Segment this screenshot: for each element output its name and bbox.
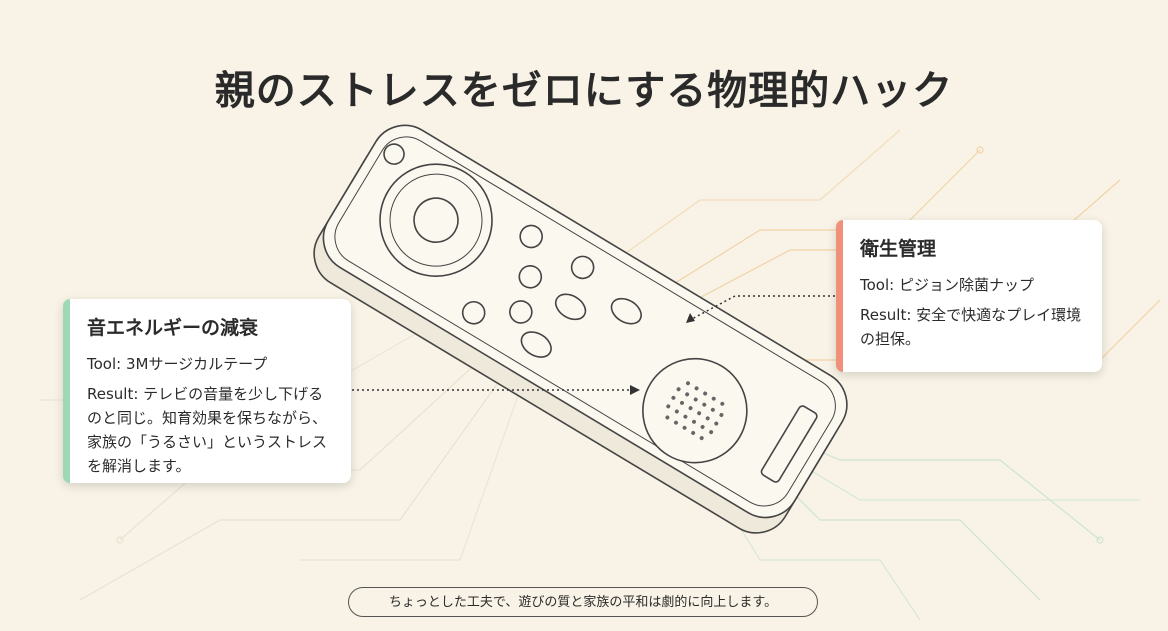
accent-bar xyxy=(836,220,843,372)
pointer-arrows xyxy=(352,295,835,391)
arrow-head-left xyxy=(630,385,640,395)
remote-control xyxy=(313,124,848,534)
accent-bar xyxy=(63,299,70,483)
page-title: 親のストレスをゼロにする物理的ハック xyxy=(214,68,954,114)
card-tool: Tool: ピジョン除菌ナップ xyxy=(860,276,1034,294)
card-heading: 衛生管理 xyxy=(860,238,937,260)
card-result: Result: テレビの音量を少し下げるのと同じ。知育効果を保ちながら、家族の「… xyxy=(87,385,328,475)
footer-caption: ちょっとした工夫で、遊びの質と家族の平和は劇的に向上します。 xyxy=(348,587,818,617)
card-hygiene: 衛生管理 Tool: ピジョン除菌ナップ Result: 安全で快適なプレイ環境… xyxy=(836,220,1102,372)
arrow-head-right xyxy=(686,313,695,323)
card-sound-attenuation: 音エネルギーの減衰 Tool: 3Mサージカルテープ Result: テレビの音… xyxy=(63,299,351,483)
card-heading: 音エネルギーの減衰 xyxy=(87,317,259,339)
card-result: Result: 安全で快適なプレイ環境の担保。 xyxy=(860,306,1082,348)
card-tool: Tool: 3Mサージカルテープ xyxy=(87,355,268,373)
